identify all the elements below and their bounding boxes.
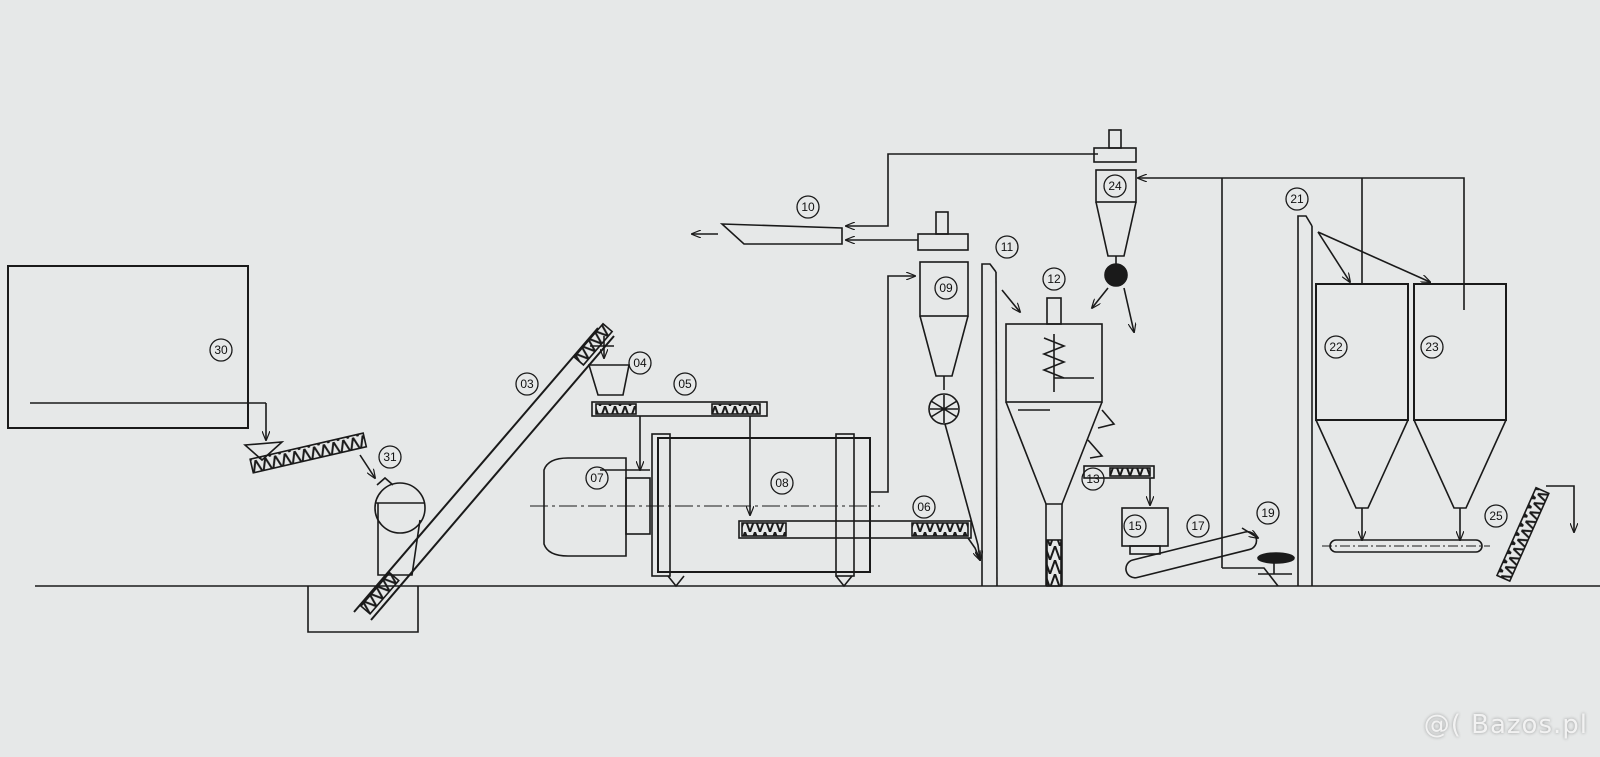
watermark: @( Bazos.pl xyxy=(1423,710,1588,740)
label-07: 07 xyxy=(585,466,609,490)
svg-text:07: 07 xyxy=(590,471,604,485)
label-23: 23 xyxy=(1420,335,1444,359)
label-24: 24 xyxy=(1103,174,1127,198)
bucket-elevator-11 xyxy=(981,263,1020,587)
cyclone-24 xyxy=(1092,129,1137,332)
svg-text:11: 11 xyxy=(1001,240,1014,254)
pit xyxy=(307,586,419,633)
label-12: 12 xyxy=(1042,267,1066,291)
silo-23 xyxy=(1413,283,1507,540)
inclined-conveyor-25 xyxy=(1495,485,1574,583)
svg-text:12: 12 xyxy=(1047,272,1061,286)
label-06: 06 xyxy=(912,495,936,519)
svg-text:04: 04 xyxy=(633,356,647,370)
label-15: 15 xyxy=(1123,514,1147,538)
cyclone-09 xyxy=(917,211,980,560)
svg-text:03: 03 xyxy=(520,377,534,391)
label-11: 11 xyxy=(995,235,1019,259)
label-04: 04 xyxy=(628,351,652,375)
svg-text:25: 25 xyxy=(1489,509,1503,523)
label-10: 10 xyxy=(796,195,820,219)
label-17: 17 xyxy=(1186,514,1210,538)
svg-text:30: 30 xyxy=(214,343,228,357)
aspiration-duct xyxy=(1138,178,1465,310)
svg-text:15: 15 xyxy=(1128,519,1142,533)
svg-text:09: 09 xyxy=(939,281,953,295)
label-08: 08 xyxy=(770,471,794,495)
svg-text:05: 05 xyxy=(678,377,692,391)
bucket-elevator-21 xyxy=(1297,215,1430,586)
cooler-conveyor-17 xyxy=(1125,527,1258,579)
svg-text:31: 31 xyxy=(383,450,397,464)
label-22: 22 xyxy=(1324,335,1348,359)
screw-conveyor-05 xyxy=(591,401,768,515)
svg-text:22: 22 xyxy=(1329,340,1343,354)
dryer-drum-08 xyxy=(530,433,880,588)
label-03: 03 xyxy=(515,372,539,396)
feeder-screw xyxy=(243,432,375,478)
storage-building-30 xyxy=(7,265,266,440)
conditioner-12 xyxy=(1005,297,1116,587)
svg-text:24: 24 xyxy=(1108,179,1122,193)
label-25: 25 xyxy=(1484,504,1508,528)
label-13: 13 xyxy=(1081,467,1105,491)
label-19: 19 xyxy=(1256,501,1280,525)
screw-conveyor-06 xyxy=(738,520,980,560)
svg-text:19: 19 xyxy=(1261,506,1275,520)
label-21: 21 xyxy=(1285,187,1309,211)
duct-drum-cyclone xyxy=(870,276,915,493)
label-30: 30 xyxy=(209,338,233,362)
exhaust-10 xyxy=(692,223,843,245)
label-05: 05 xyxy=(673,372,697,396)
crusher-31 xyxy=(374,476,426,576)
svg-text:10: 10 xyxy=(801,200,815,214)
svg-text:17: 17 xyxy=(1191,519,1205,533)
pellet-mill-15 xyxy=(1121,507,1169,555)
svg-text:21: 21 xyxy=(1290,192,1304,206)
label-31: 31 xyxy=(378,445,402,469)
labels: 30 31 03 04 05 07 08 06 09 10 11 12 13 1… xyxy=(209,174,1508,538)
svg-text:08: 08 xyxy=(775,476,789,490)
silo-22 xyxy=(1315,283,1409,540)
unit-19 xyxy=(1257,552,1295,575)
inclined-conveyor-03 xyxy=(353,322,615,621)
svg-text:13: 13 xyxy=(1086,472,1100,486)
label-09: 09 xyxy=(934,276,958,300)
bottom-belt xyxy=(1329,539,1483,553)
svg-text:06: 06 xyxy=(917,500,931,514)
hopper-04 xyxy=(587,336,630,396)
svg-text:23: 23 xyxy=(1425,340,1439,354)
